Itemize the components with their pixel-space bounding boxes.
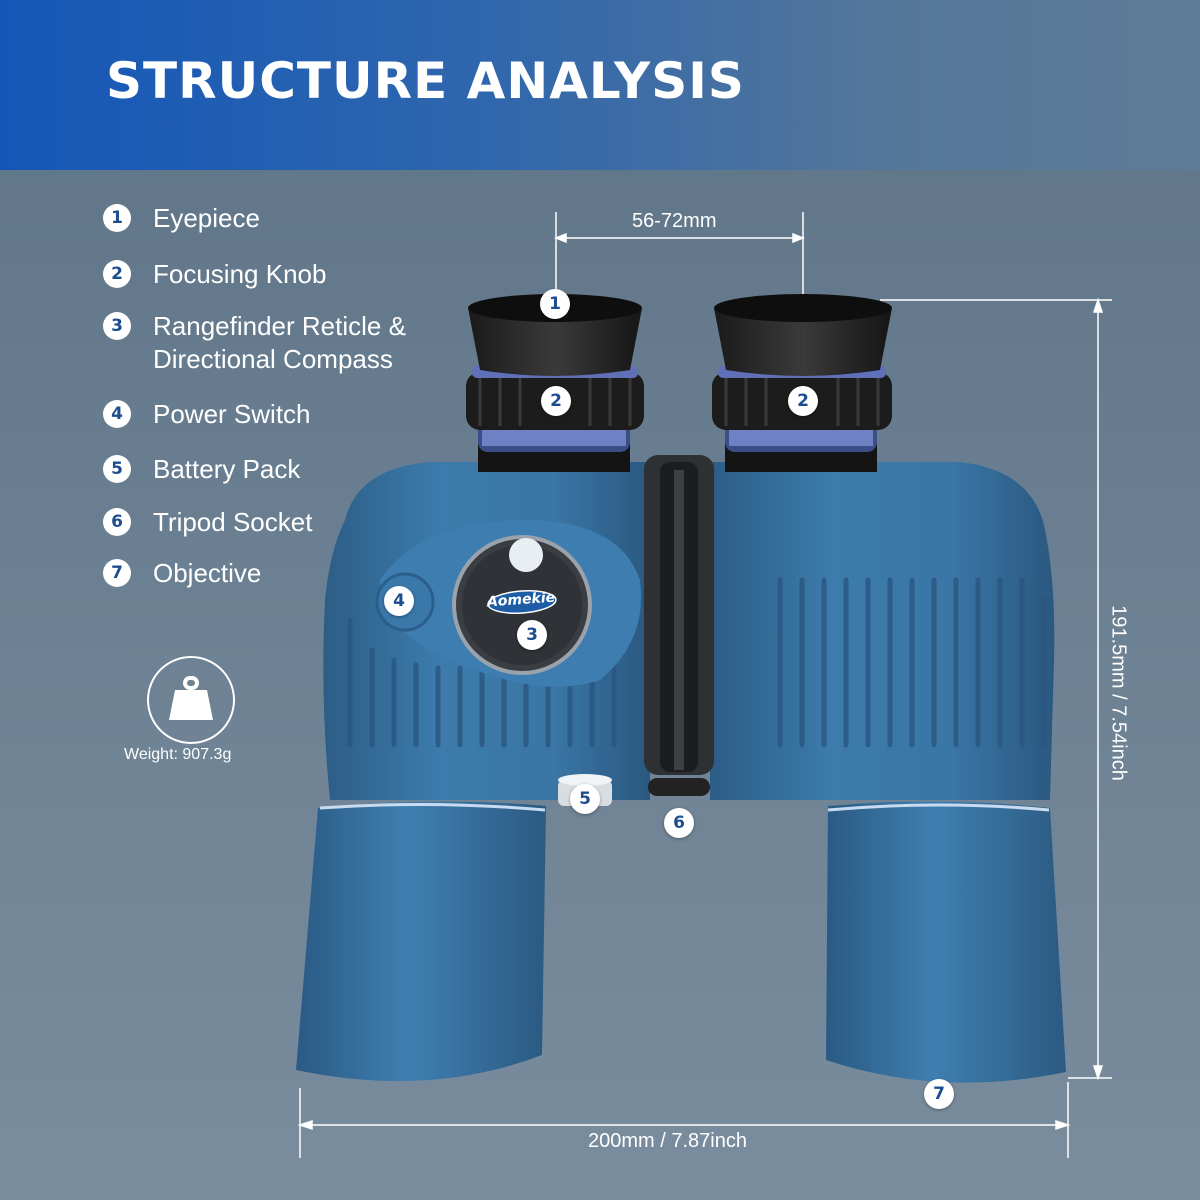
legend-label: Eyepiece	[153, 203, 260, 233]
legend-number: 2	[103, 260, 131, 288]
marker-tripod-socket: 6	[664, 808, 694, 838]
central-hinge	[644, 455, 714, 796]
height-label: 191.5mm / 7.54inch	[1107, 605, 1130, 781]
weight-label: Weight: 907.3g	[124, 746, 232, 763]
legend-label: Power Switch	[153, 399, 311, 429]
legend-item-battery-pack: 5 Battery Pack	[103, 453, 463, 486]
page-title: STRUCTURE ANALYSIS	[106, 52, 745, 110]
marker-objective: 7	[924, 1079, 954, 1109]
legend-number: 4	[103, 400, 131, 428]
eye-distance-label: 56-72mm	[632, 210, 717, 232]
eyepiece-left	[466, 294, 644, 472]
dimension-lines	[297, 212, 1112, 1158]
width-label: 200mm / 7.87inch	[588, 1130, 747, 1152]
marker-rangefinder-compass: 3	[517, 620, 547, 650]
legend-number: 1	[103, 204, 131, 232]
legend-number: 7	[103, 559, 131, 587]
legend-label: Battery Pack	[153, 454, 301, 484]
legend-label: Objective	[153, 558, 262, 588]
marker-focusing-knob-left: 2	[541, 386, 571, 416]
legend-item-focusing-knob: 2 Focusing Knob	[103, 258, 463, 291]
eyepiece-right	[712, 294, 892, 472]
legend-item-rangefinder-compass: 3 Rangefinder Reticle & Directional Comp…	[103, 310, 463, 376]
marker-focusing-knob-right: 2	[788, 386, 818, 416]
legend-label: Tripod Socket	[153, 507, 313, 537]
objective-barrels	[296, 801, 1066, 1083]
legend-item-power-switch: 4 Power Switch	[103, 398, 463, 431]
legend-number: 5	[103, 455, 131, 483]
legend-item-eyepiece: 1 Eyepiece	[103, 202, 463, 235]
marker-power-switch: 4	[384, 586, 414, 616]
legend-label: Rangefinder Reticle & Directional Compas…	[153, 311, 406, 374]
compass-housing	[380, 520, 642, 687]
legend-item-tripod-socket: 6 Tripod Socket	[103, 506, 463, 539]
legend-label: Focusing Knob	[153, 259, 327, 289]
legend-item-objective: 7 Objective	[103, 557, 463, 590]
marker-eyepiece: 1	[540, 289, 570, 319]
weight-icon	[147, 656, 235, 744]
legend-number: 3	[103, 312, 131, 340]
title-banner: STRUCTURE ANALYSIS	[0, 0, 1200, 170]
legend-number: 6	[103, 508, 131, 536]
marker-battery-pack: 5	[570, 784, 600, 814]
